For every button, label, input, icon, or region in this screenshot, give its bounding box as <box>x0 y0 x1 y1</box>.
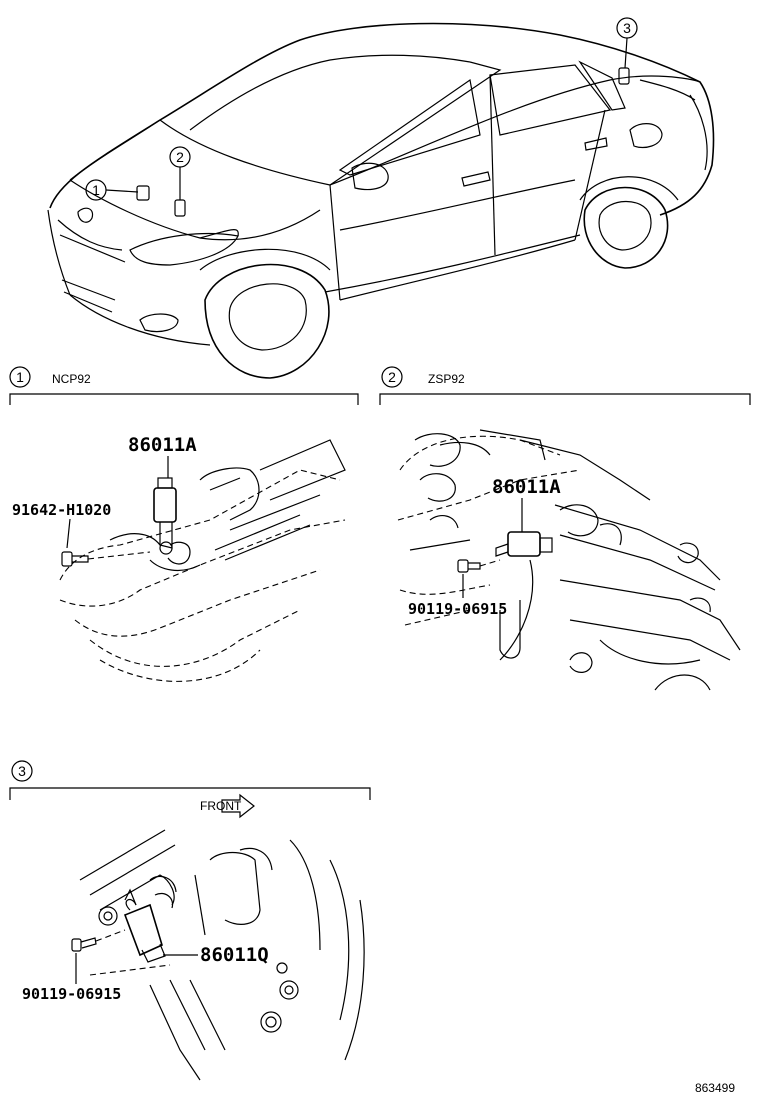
section-2-sensor-part-number[interactable]: 86011A <box>492 476 561 498</box>
car-callout-3[interactable]: 3 <box>616 17 638 85</box>
section-3-sensor[interactable] <box>123 888 166 963</box>
section-3: 3 FRONT <box>9 760 371 1081</box>
section-2-bolt[interactable] <box>457 559 501 573</box>
section-1-variant: NCP92 <box>52 372 91 386</box>
section-3-bolt-part-number[interactable]: 90119-06915 <box>22 985 121 1003</box>
section-3-bolt[interactable] <box>71 929 126 952</box>
section-2-number: 2 <box>388 369 396 385</box>
section-2: 2 ZSP92 <box>379 366 751 691</box>
section-2-sensor[interactable] <box>495 531 553 557</box>
section-1-number: 1 <box>16 369 24 385</box>
section-2-engine <box>397 429 741 691</box>
svg-text:1: 1 <box>92 182 100 198</box>
svg-text:2: 2 <box>176 149 184 165</box>
car-illustration <box>47 22 715 379</box>
section-1-bolt[interactable] <box>61 551 151 567</box>
section-1-sensor-part-number[interactable]: 86011A <box>128 434 197 456</box>
section-1-bolt-part-number[interactable]: 91642-H1020 <box>12 501 111 519</box>
section-3-body <box>79 829 365 1081</box>
svg-text:3: 3 <box>623 20 631 36</box>
front-direction-label: FRONT <box>200 799 242 813</box>
section-3-sensor-part-number[interactable]: 86011Q <box>200 944 269 966</box>
section-2-variant: ZSP92 <box>428 372 465 386</box>
car-callout-1[interactable]: 1 <box>85 179 150 201</box>
front-arrow-icon <box>221 793 255 819</box>
section-1-sensor[interactable] <box>153 477 177 555</box>
figure-id: 863499 <box>695 1081 735 1095</box>
section-1-engine <box>59 439 346 682</box>
section-1: 1 NCP92 <box>9 366 359 682</box>
section-2-bolt-part-number[interactable]: 90119-06915 <box>408 600 507 618</box>
car-callout-2[interactable]: 2 <box>169 146 191 217</box>
section-3-number: 3 <box>18 763 26 779</box>
